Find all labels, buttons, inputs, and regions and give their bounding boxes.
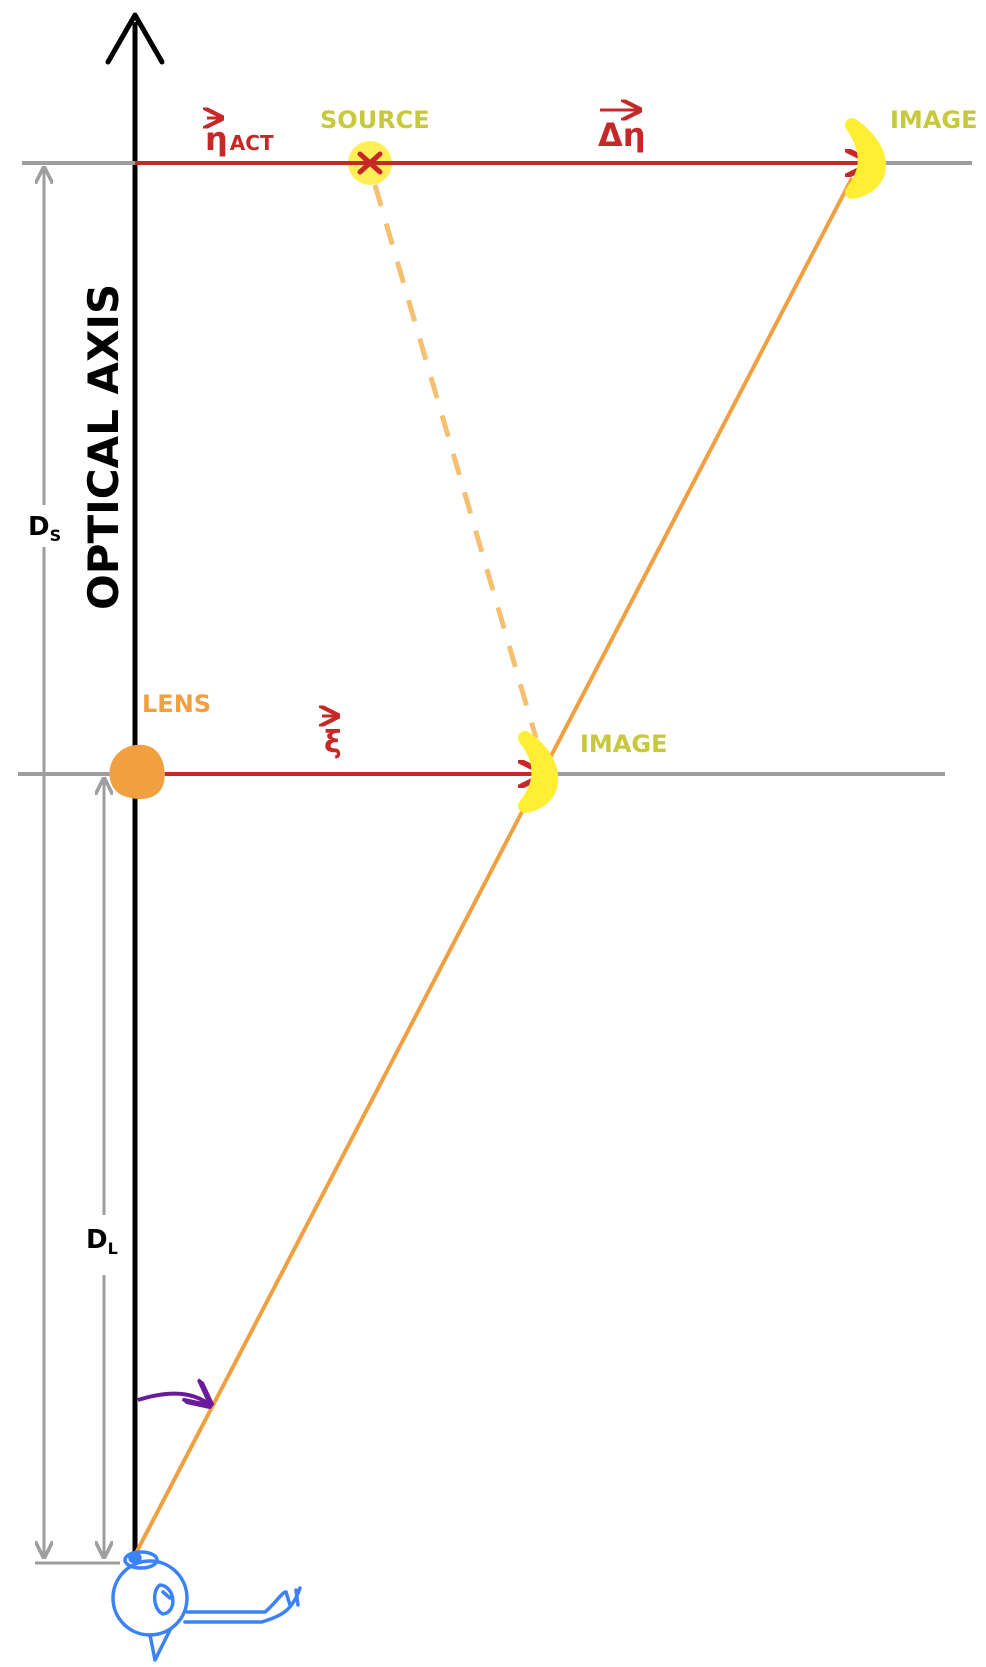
near-image-arc — [518, 731, 559, 813]
optical-axis-label: OPTICAL AXIS — [79, 284, 128, 610]
far-image-arc — [845, 118, 886, 199]
delta-eta-label: Δη — [598, 116, 646, 154]
optical-axis-arrowhead — [105, 12, 165, 65]
dashed-source-ray — [372, 184, 539, 739]
source-label: SOURCE — [320, 106, 430, 134]
xi-label: ξ — [324, 725, 342, 760]
lens-label: LENS — [142, 690, 211, 718]
far-image-label: IMAGE — [890, 106, 977, 134]
lens-blob — [109, 744, 165, 800]
light-ray — [133, 177, 854, 1556]
deflection-angle-arc — [137, 1394, 210, 1405]
source-x-mark — [357, 151, 383, 175]
observer-figure — [111, 1550, 302, 1662]
ds-label: DS — [28, 512, 61, 545]
near-image-label: IMAGE — [580, 730, 667, 758]
ds-label-bg — [26, 505, 66, 547]
dl-label: DL — [86, 1225, 118, 1258]
